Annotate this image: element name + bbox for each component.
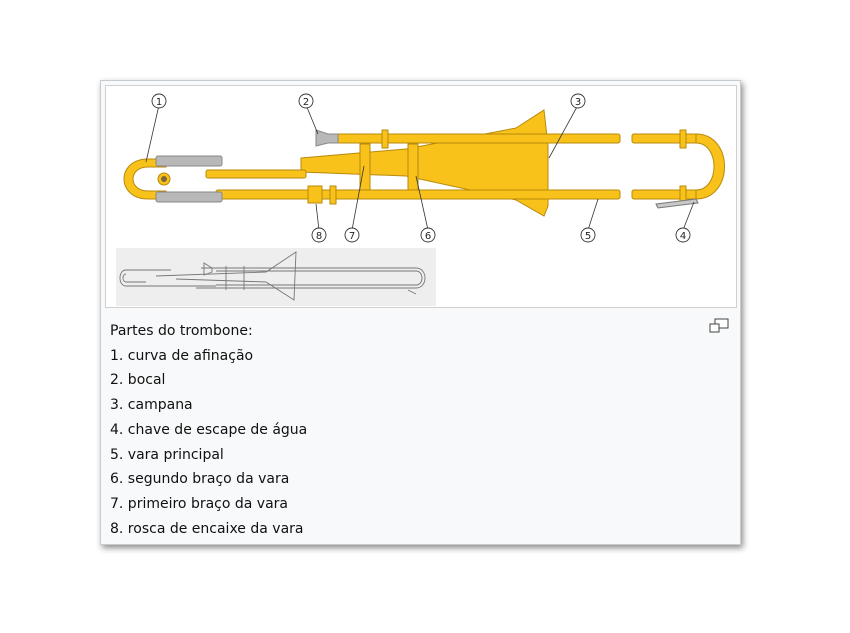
callout-1-number: 1 [156, 97, 162, 108]
callout-2-number: 2 [303, 97, 309, 108]
callout-7 [344, 227, 360, 243]
main-slide-bend [695, 133, 725, 200]
caption-item-1: 1. curva de afinação [110, 347, 254, 364]
upper-slide-tube [333, 133, 621, 144]
water-key-shape [655, 198, 699, 209]
trombone-image[interactable]: 1 2 3 4 5 6 7 8 [105, 85, 737, 308]
callout-7-number: 7 [349, 231, 355, 242]
caption-item-6: 6. segundo braço da vara [110, 471, 290, 488]
caption-item-8: 8. rosca de encaixe da vara [110, 520, 304, 537]
first-brace [359, 143, 371, 191]
callout-6-number: 6 [425, 231, 431, 242]
caption-item-2: 2. bocal [110, 372, 166, 389]
slide-lock [307, 185, 323, 204]
caption-item-5: 5. vara principal [110, 446, 224, 463]
callout-5-number: 5 [585, 231, 591, 242]
bell-shape [300, 109, 549, 217]
callout-8 [311, 227, 327, 243]
callout-3-number: 3 [575, 97, 581, 108]
callout-3 [570, 93, 586, 109]
callout-6 [420, 227, 436, 243]
callout-5 [580, 227, 596, 243]
trombone-diagram: 1 2 3 4 5 6 7 8 [123, 93, 725, 243]
outline-thumbnail [116, 248, 436, 306]
callout-2 [298, 93, 314, 109]
caption-item-7: 7. primeiro braço da vara [110, 495, 288, 512]
callout-8-number: 8 [316, 231, 322, 242]
mouthpiece-shape [315, 129, 339, 147]
caption-title: Partes do trombone: [110, 323, 253, 339]
enlarge-icon[interactable] [708, 318, 730, 334]
caption-item-4: 4. chave de escape de água [110, 421, 308, 438]
caption-item-3: 3. campana [110, 397, 193, 414]
lower-slide-tube [215, 189, 621, 200]
second-brace [407, 143, 419, 191]
image-frame: 1 2 3 4 5 6 7 8 [100, 80, 741, 545]
callout-4 [675, 227, 691, 243]
callout-4-number: 4 [680, 231, 686, 242]
callout-1 [151, 93, 167, 109]
caption: Partes do trombone: 1. curva de afinação… [110, 319, 710, 541]
